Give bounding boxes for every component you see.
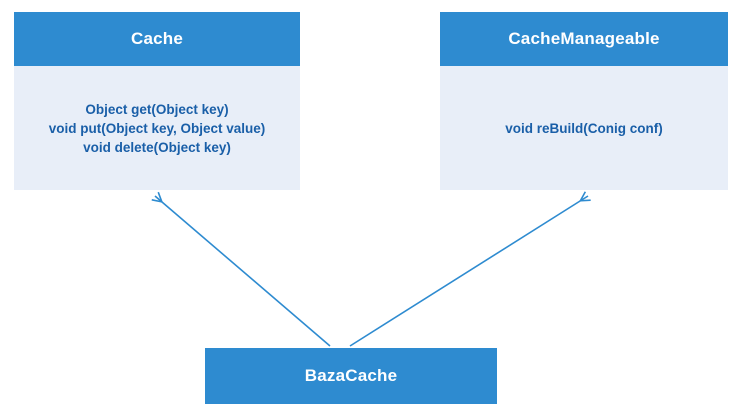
class-name-bazacache: BazaCache [205, 348, 497, 404]
class-name-cachemanageable: CacheManageable [440, 12, 728, 66]
class-name-cache: Cache [14, 12, 300, 66]
class-body-cachemanageable: void reBuild(Conig conf) [440, 66, 728, 190]
class-box-cachemanageable[interactable]: CacheManageable void reBuild(Conig conf) [440, 12, 728, 190]
method-item: void reBuild(Conig conf) [505, 120, 663, 136]
method-item: Object get(Object key) [85, 101, 229, 117]
method-list-cache: Object get(Object key) void put(Object k… [14, 66, 300, 190]
class-header-cachemanageable: CacheManageable [440, 12, 728, 66]
method-item: void delete(Object key) [83, 139, 231, 155]
class-box-bazacache[interactable]: BazaCache [205, 348, 497, 404]
class-box-cache[interactable]: Cache Object get(Object key) void put(Ob… [14, 12, 300, 190]
class-body-cache: Object get(Object key) void put(Object k… [14, 66, 300, 190]
method-item: void put(Object key, Object value) [48, 120, 266, 136]
class-header-cache: Cache [14, 12, 300, 66]
class-header-bazacache: BazaCache [205, 348, 497, 404]
arrow-bazacache-to-cache [155, 196, 331, 347]
arrow-bazacache-to-cachemanageable [349, 196, 588, 347]
method-list-cachemanageable: void reBuild(Conig conf) [440, 66, 728, 190]
